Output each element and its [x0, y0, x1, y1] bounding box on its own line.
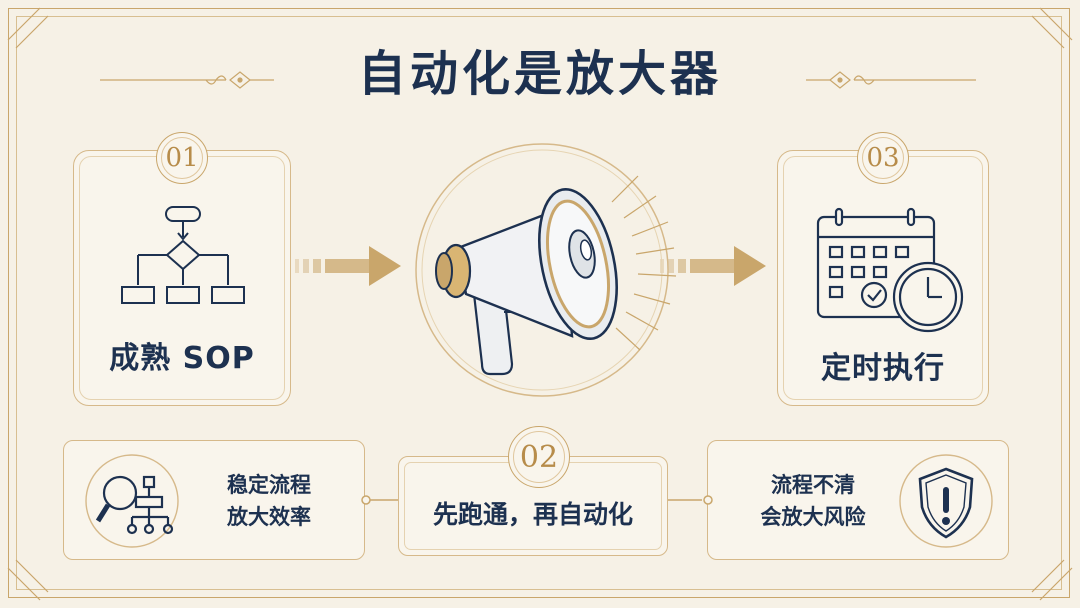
note-line: 放大效率: [227, 505, 311, 529]
magnifier-flowchart-icon: [85, 454, 179, 548]
step-label: 定时执行: [821, 351, 945, 386]
connector-line: [668, 495, 713, 505]
note-line: 会放大风险: [760, 505, 866, 529]
inner-frame: [16, 16, 1062, 590]
note-text: 稳定流程 放大效率: [204, 469, 334, 533]
step-number-badge: 01: [156, 132, 208, 184]
arrow-right-icon: [295, 246, 401, 286]
note-text: 流程不清 会放大风险: [738, 469, 888, 533]
note-line: 流程不清: [771, 473, 855, 497]
note-line: 稳定流程: [227, 473, 311, 497]
step-number-badge: 02: [508, 426, 570, 488]
outer-frame: [8, 8, 1070, 598]
step-card-schedule: 定时执行: [777, 150, 989, 406]
flowchart-icon: [121, 206, 245, 304]
step-card-sop: 成熟 SOP: [73, 150, 291, 406]
principle-label: 先跑通，再自动化: [432, 500, 633, 529]
arrow-right-icon: [660, 246, 766, 286]
title-flourish-right-icon: [806, 71, 976, 89]
megaphone-icon: [415, 143, 677, 397]
shield-warning-icon: [899, 454, 993, 548]
calendar-clock-icon: [816, 207, 964, 333]
title-flourish-left-icon: [100, 71, 274, 89]
connector-line: [361, 495, 398, 505]
step-number-badge: 03: [857, 132, 909, 184]
step-label: 成熟 SOP: [109, 341, 255, 376]
note-card-risk: 流程不清 会放大风险: [707, 440, 1009, 560]
note-card-benefit: 稳定流程 放大效率: [63, 440, 365, 560]
page-title: 自动化是放大器: [357, 46, 722, 102]
